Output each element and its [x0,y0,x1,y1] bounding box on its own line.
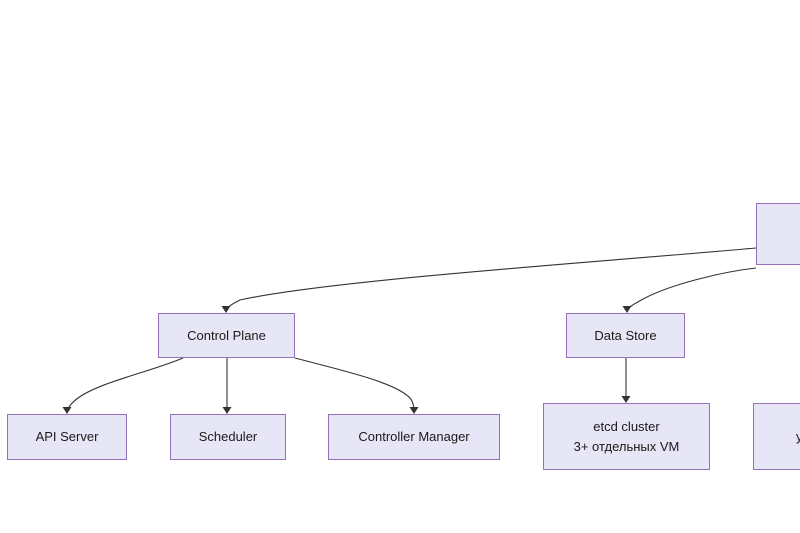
node-label-line: API Server [35,429,99,444]
edge-arrowhead [222,407,232,414]
control-plane-node[interactable]: Control Plane [158,313,295,358]
edge-root-to-data-store [622,267,757,313]
edge-arrowhead [409,407,419,414]
node-label-line: Data Store [594,327,657,343]
edge-arrowhead [62,407,72,414]
node-label-line: уста [796,428,800,444]
edge-control-plane-to-scheduler [222,358,232,414]
node-label-line: Controller Manager [358,429,470,444]
edge-path [225,247,757,313]
node-label-line: Scheduler [198,429,258,444]
node-label-line: 3+ отдельных VM [573,438,680,454]
edge-data-store-to-etcd [621,358,631,403]
edge-control-plane-to-controller-manager [294,357,419,414]
kubernetes-root-node[interactable]: КРаз [756,203,800,265]
edge-path [294,357,415,414]
edge-control-plane-to-api-server [62,357,184,414]
api-server-node[interactable]: API Server [7,414,127,460]
edge-path [66,357,184,414]
edge-arrowhead [622,306,632,313]
scheduler-node[interactable]: Scheduler [170,414,286,460]
data-store-node[interactable]: Data Store [566,313,685,358]
node-label-line: Control Plane [187,327,266,343]
install-node[interactable]: уста [753,403,800,470]
edge-arrowhead [221,306,231,313]
controller-manager-node[interactable]: Controller Manager [328,414,500,460]
edge-arrowhead [621,396,631,403]
node-label-line: etcd cluster [593,418,660,434]
edge-path [626,267,757,313]
edge-root-to-control-plane [221,247,757,313]
etcd-cluster-node[interactable]: etcd cluster 3+ отдельных VM [543,403,710,470]
